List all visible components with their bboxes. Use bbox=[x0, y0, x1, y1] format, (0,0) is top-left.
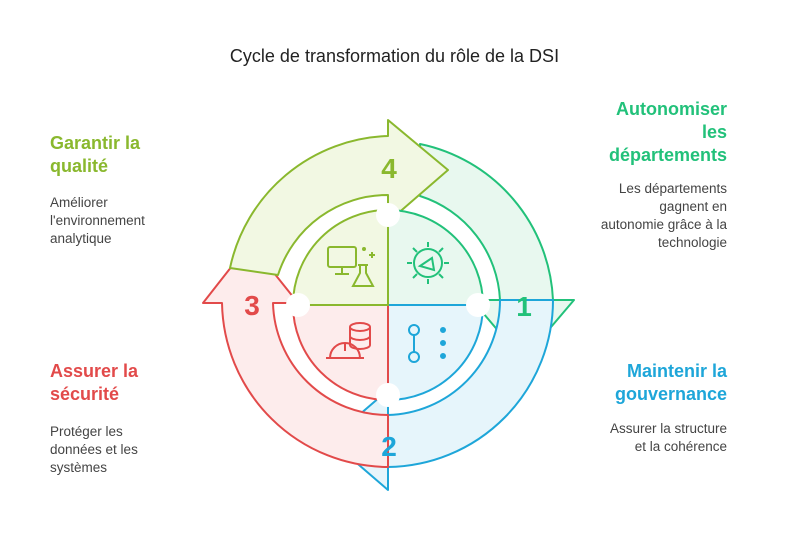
step-3-heading: Assurer la sécurité bbox=[50, 361, 139, 404]
quadrant-3 bbox=[291, 304, 389, 402]
hardhat-database-icon bbox=[326, 322, 371, 359]
step-1-description: Les départements gagnent en autonomie gr… bbox=[600, 181, 727, 250]
step-2-heading: Maintenir la gouvernance bbox=[614, 361, 727, 404]
quadrant-1 bbox=[387, 208, 485, 306]
step-4-heading: Garantir la qualité bbox=[50, 133, 141, 176]
nodes-icon bbox=[408, 324, 446, 363]
quadrant-4 bbox=[291, 208, 389, 306]
arrow-band-3 bbox=[202, 242, 389, 468]
step-4-number: 4 bbox=[381, 153, 397, 184]
step-2-description: Assurer la structure et la cohérence bbox=[609, 421, 727, 454]
step-1-number: 1 bbox=[516, 291, 532, 322]
diagram-title: Cycle de transformation du rôle de la DS… bbox=[229, 46, 560, 66]
arrow-band-4 bbox=[229, 119, 449, 276]
megaphone-gear-icon bbox=[407, 242, 449, 284]
step-3-description: Protéger les données et les systèmes bbox=[50, 424, 138, 475]
step-2-number: 2 bbox=[381, 431, 397, 462]
monitor-flask-icon bbox=[327, 246, 375, 287]
step-1-heading: Autonomiser les départements bbox=[608, 99, 727, 165]
step-3-number: 3 bbox=[244, 290, 260, 321]
quadrant-2 bbox=[387, 304, 485, 402]
step-4-description: Améliorer l'environnement analytique bbox=[50, 195, 145, 246]
